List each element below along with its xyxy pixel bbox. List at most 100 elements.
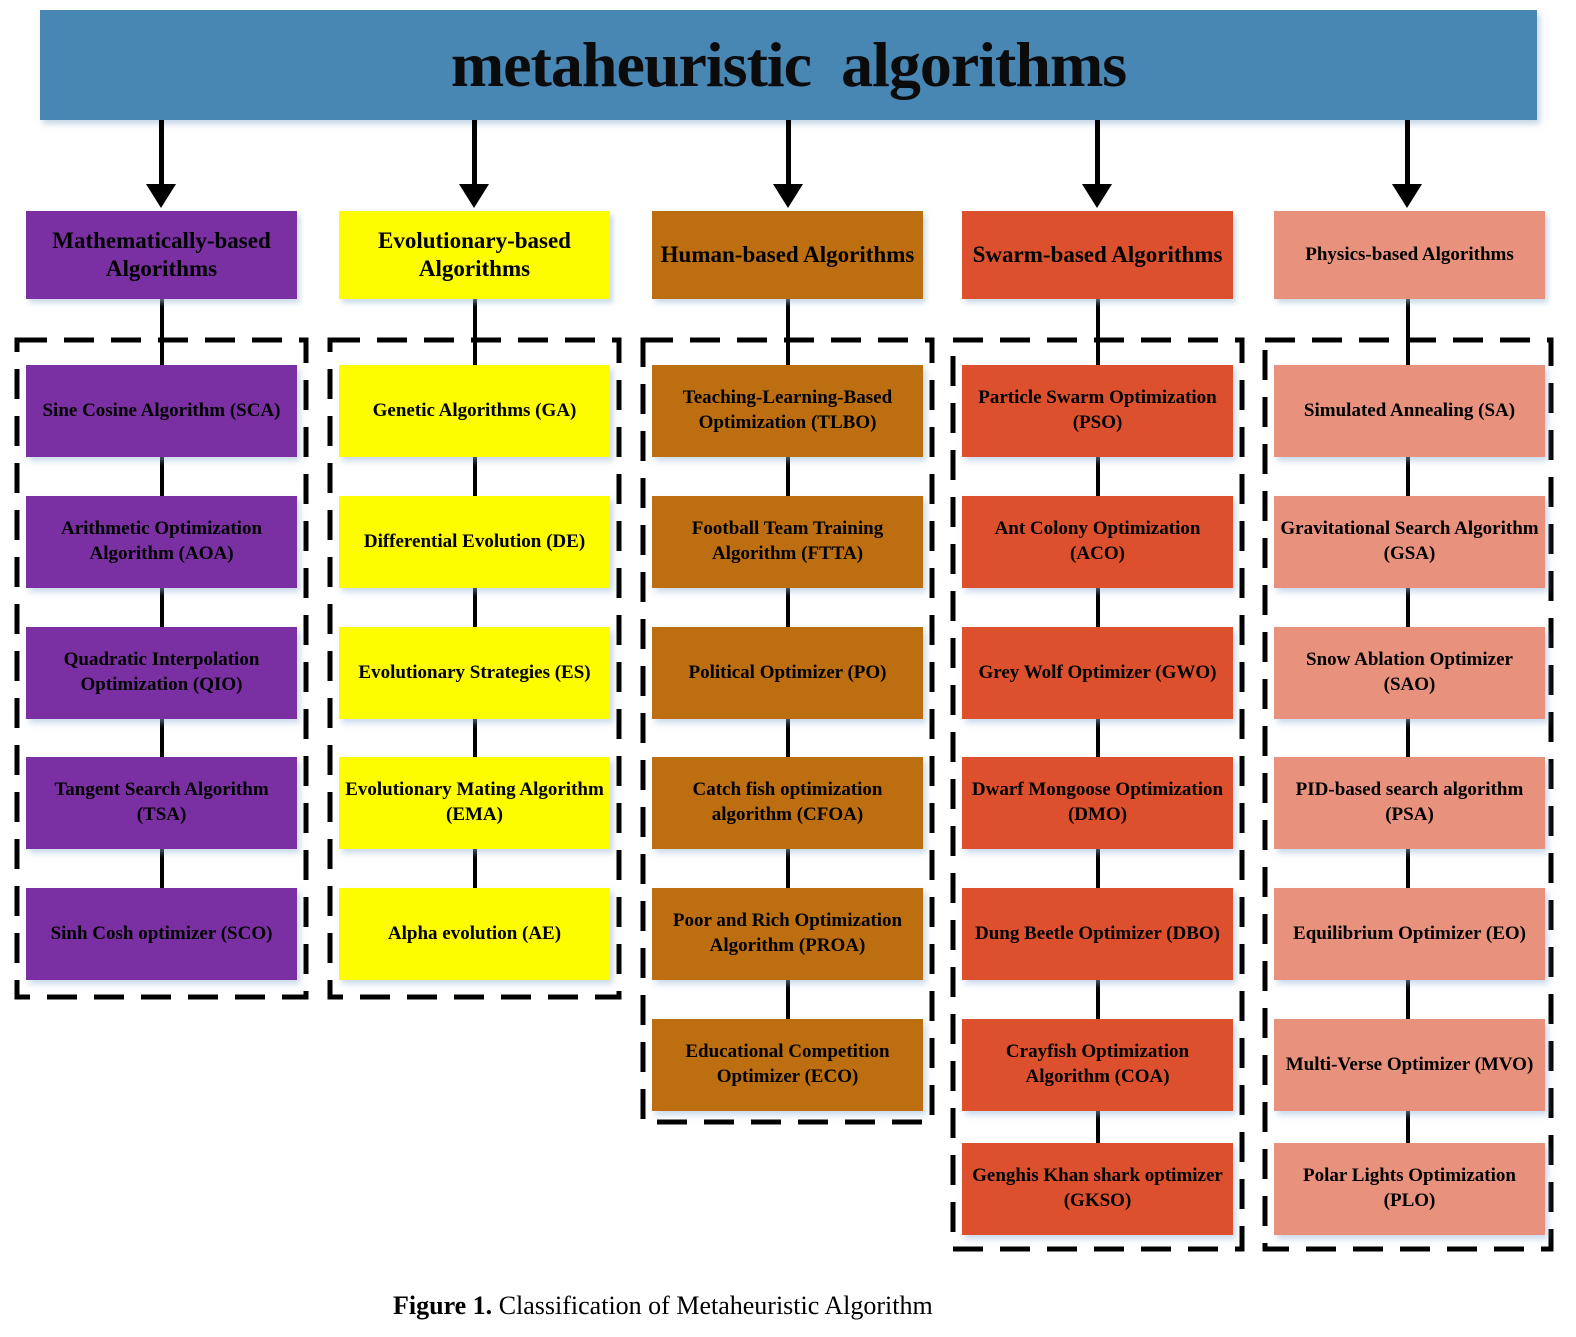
algorithm-label: Catch fish optimization algorithm (CFOA)	[692, 779, 883, 825]
algorithm-label: Tangent Search Algorithm (TSA)	[54, 779, 269, 825]
algorithm-box: Grey Wolf Optimizer (GWO)	[962, 627, 1233, 719]
figure-caption-label: Figure 1.	[393, 1291, 493, 1320]
algorithm-label: Ant Colony Optimization (ACO)	[994, 518, 1201, 564]
algorithm-label: Arithmetic Optimization Algorithm (AOA)	[60, 518, 263, 564]
algorithm-box: Teaching-Learning-Based Optimization (TL…	[652, 365, 923, 457]
arrow-head	[773, 184, 803, 208]
category-group: Genetic Algorithms (GA) Differential Evo…	[327, 337, 622, 1000]
algorithm-label: Dwarf Mongoose Optimization (DMO)	[971, 779, 1224, 825]
title-banner: metaheuristic algorithms	[40, 10, 1537, 120]
connector-line	[1406, 299, 1410, 1145]
connector-line	[472, 299, 477, 891]
category-header-mathematically-based: Mathematically-based Algorithms	[26, 211, 297, 299]
algorithm-box: Football Team Training Algorithm (FTTA)	[652, 496, 923, 588]
algorithm-box: Sinh Cosh optimizer (SCO)	[26, 888, 297, 980]
algorithm-box: Educational Competition Optimizer (ECO)	[652, 1019, 923, 1111]
dashed-border	[640, 337, 935, 1125]
algorithm-box: Political Optimizer (PO)	[652, 627, 923, 719]
algorithm-box: Genetic Algorithms (GA)	[339, 365, 610, 457]
algorithm-label: Snow Ablation Optimizer (SAO)	[1306, 649, 1513, 695]
algorithm-label: PID-based search algorithm (PSA)	[1295, 779, 1524, 825]
dashed-border	[1262, 337, 1554, 1252]
algorithm-box: Evolutionary Strategies (ES)	[339, 627, 610, 719]
algorithm-label: Educational Competition Optimizer (ECO)	[685, 1041, 890, 1087]
arrow-head	[1392, 184, 1422, 208]
category-header-swarm-based: Swarm-based Algorithms	[962, 211, 1233, 299]
algorithm-box: Simulated Annealing (SA)	[1274, 365, 1545, 457]
algorithm-label: Gravitational Search Algorithm (GSA)	[1280, 518, 1539, 564]
algorithm-label: Genghis Khan shark optimizer (GKSO)	[972, 1165, 1223, 1211]
category-header-physics-based: Physics-based Algorithms	[1274, 211, 1545, 299]
column-mathematically-based: Mathematically-based Algorithms Sine Cos…	[14, 0, 309, 1280]
algorithm-box: Crayfish Optimization Algorithm (COA)	[962, 1019, 1233, 1111]
dashed-border	[950, 337, 1245, 1252]
algorithm-box: Snow Ablation Optimizer (SAO)	[1274, 627, 1545, 719]
algorithm-box: Evolutionary Mating Algorithm (EMA)	[339, 757, 610, 849]
connector-line	[1095, 299, 1100, 1145]
algorithm-label: Poor and Rich Optimization Algorithm (PR…	[672, 910, 903, 956]
category-header-human-based: Human-based Algorithms	[652, 211, 923, 299]
connector-line	[159, 299, 164, 891]
arrow-shaft	[1404, 120, 1410, 184]
page-title: metaheuristic algorithms	[450, 29, 1127, 100]
algorithm-label: Evolutionary Strategies (ES)	[358, 661, 591, 683]
algorithm-box: Catch fish optimization algorithm (CFOA)	[652, 757, 923, 849]
arrow-head	[1082, 184, 1112, 208]
column-human-based: Human-based Algorithms Teaching-Learning…	[640, 0, 935, 1280]
algorithm-label: Quadratic Interpolation Optimization (QI…	[63, 649, 260, 695]
algorithm-box: Arithmetic Optimization Algorithm (AOA)	[26, 496, 297, 588]
category-label: Human-based Algorithms	[660, 242, 915, 268]
algorithm-label: Alpha evolution (AE)	[387, 922, 562, 944]
arrow-head	[459, 184, 489, 208]
algorithm-box: Differential Evolution (DE)	[339, 496, 610, 588]
algorithm-label: Multi-Verse Optimizer (MVO)	[1285, 1053, 1534, 1075]
algorithm-box: Multi-Verse Optimizer (MVO)	[1274, 1019, 1545, 1111]
algorithm-label: Simulated Annealing (SA)	[1303, 399, 1516, 421]
dashed-border	[327, 337, 622, 1000]
algorithm-box: Sine Cosine Algorithm (SCA)	[26, 365, 297, 457]
algorithm-label: Evolutionary Mating Algorithm (EMA)	[345, 779, 604, 825]
algorithm-box: Ant Colony Optimization (ACO)	[962, 496, 1233, 588]
algorithm-label: Polar Lights Optimization (PLO)	[1303, 1165, 1516, 1211]
algorithm-box: Polar Lights Optimization (PLO)	[1274, 1143, 1545, 1235]
algorithm-box: PID-based search algorithm (PSA)	[1274, 757, 1545, 849]
algorithm-label: Differential Evolution (DE)	[363, 530, 586, 552]
algorithm-label: Equilibrium Optimizer (EO)	[1293, 922, 1526, 944]
category-group: Particle Swarm Optimization (PSO) Ant Co…	[950, 337, 1245, 1252]
figure-caption: Figure 1. Classification of Metaheuristi…	[393, 1291, 933, 1321]
algorithm-box: Quadratic Interpolation Optimization (QI…	[26, 627, 297, 719]
column-physics-based: Physics-based Algorithms Simulated Annea…	[1262, 0, 1554, 1280]
down-arrow-icon	[773, 120, 803, 208]
algorithm-box: Dwarf Mongoose Optimization (DMO)	[962, 757, 1233, 849]
algorithm-box: Equilibrium Optimizer (EO)	[1274, 888, 1545, 980]
category-label: Mathematically-based Algorithms	[52, 228, 271, 281]
column-swarm-based: Swarm-based Algorithms Particle Swarm Op…	[950, 0, 1245, 1280]
category-group: Sine Cosine Algorithm (SCA) Arithmetic O…	[14, 337, 309, 1000]
algorithm-label: Sinh Cosh optimizer (SCO)	[50, 922, 273, 944]
algorithm-label: Crayfish Optimization Algorithm (COA)	[1005, 1041, 1190, 1087]
arrow-shaft	[158, 120, 164, 184]
dashed-border	[14, 337, 309, 1000]
down-arrow-icon	[1392, 120, 1422, 208]
category-group: Simulated Annealing (SA) Gravitational S…	[1262, 337, 1557, 1252]
algorithm-box: Particle Swarm Optimization (PSO)	[962, 365, 1233, 457]
algorithm-box: Gravitational Search Algorithm (GSA)	[1274, 496, 1545, 588]
figure-caption-text: Classification of Metaheuristic Algorith…	[492, 1291, 933, 1320]
algorithm-box: Genghis Khan shark optimizer (GKSO)	[962, 1143, 1233, 1235]
arrow-shaft	[471, 120, 477, 184]
category-label: Physics-based Algorithms	[1305, 243, 1514, 265]
algorithm-label: Football Team Training Algorithm (FTTA)	[691, 518, 884, 564]
category-label: Swarm-based Algorithms	[972, 242, 1223, 268]
column-evolutionary-based: Evolutionary-based Algorithms Genetic Al…	[327, 0, 622, 1280]
algorithm-box: Tangent Search Algorithm (TSA)	[26, 757, 297, 849]
category-group: Teaching-Learning-Based Optimization (TL…	[640, 337, 935, 1125]
algorithm-label: Particle Swarm Optimization (PSO)	[978, 387, 1217, 433]
arrow-shaft	[785, 120, 791, 184]
algorithm-box: Dung Beetle Optimizer (DBO)	[962, 888, 1233, 980]
algorithm-label: Teaching-Learning-Based Optimization (TL…	[682, 387, 893, 433]
algorithm-label: Genetic Algorithms (GA)	[372, 399, 577, 421]
category-header-evolutionary-based: Evolutionary-based Algorithms	[339, 211, 610, 299]
algorithm-label: Grey Wolf Optimizer (GWO)	[978, 661, 1217, 683]
down-arrow-icon	[146, 120, 176, 208]
